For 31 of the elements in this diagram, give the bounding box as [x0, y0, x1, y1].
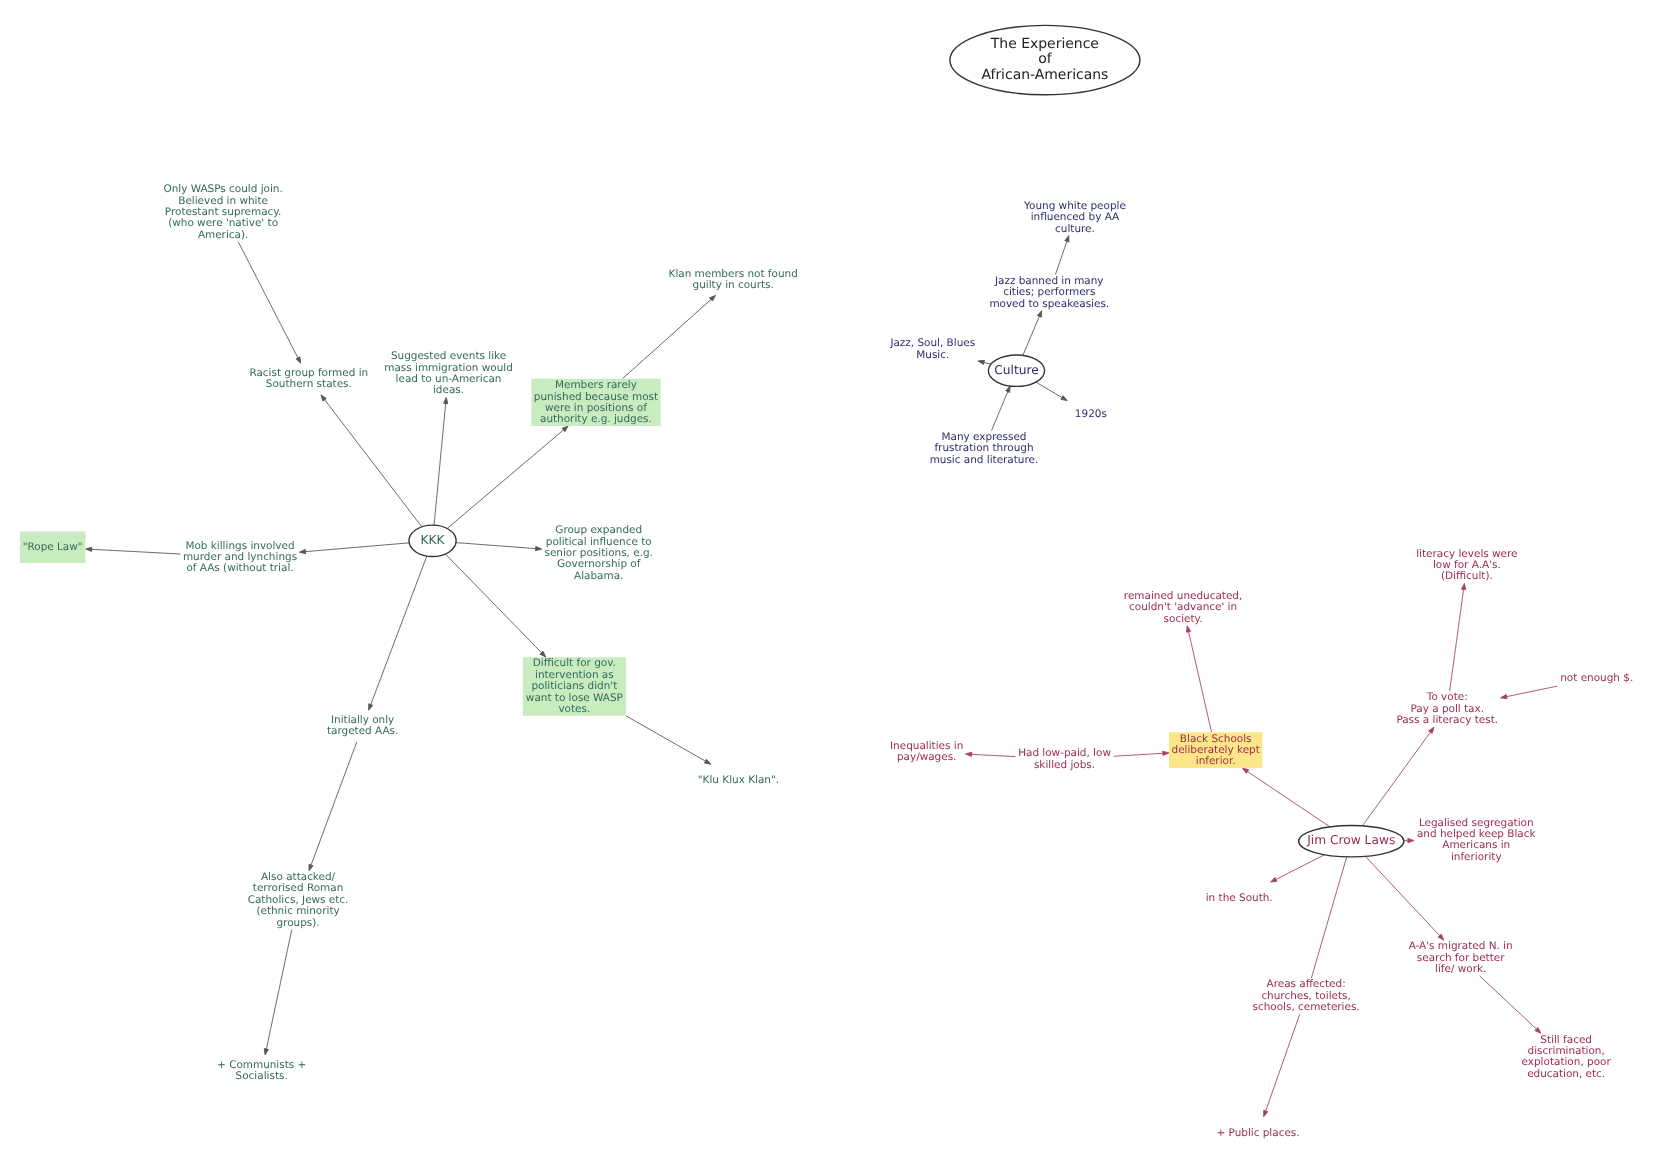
arrow [1365, 855, 1445, 940]
arrow [1403, 837, 1415, 843]
arrow [1263, 1012, 1301, 1117]
arrow [446, 424, 569, 528]
arrow [1449, 581, 1467, 691]
arrow [1035, 380, 1068, 401]
arrow [625, 714, 712, 764]
arrow [1479, 974, 1542, 1033]
arrow [1242, 766, 1331, 827]
arrow [320, 393, 423, 527]
arrow [1186, 624, 1212, 732]
arrow [621, 293, 716, 379]
arrow [85, 545, 181, 554]
arrow [455, 541, 543, 551]
arrow [1113, 749, 1170, 756]
arrow [237, 240, 302, 363]
arrow [965, 750, 1016, 757]
arrow [368, 554, 428, 710]
arrow [991, 384, 1011, 431]
arrow [1500, 684, 1558, 699]
arrow [298, 541, 410, 554]
arrow [1270, 853, 1325, 882]
connector [1310, 855, 1348, 978]
arrow [445, 552, 547, 657]
arrow [1055, 234, 1070, 274]
arrow [977, 358, 992, 364]
arrow [308, 740, 358, 871]
arrow [263, 928, 293, 1055]
arrow [433, 396, 449, 525]
arrow [1022, 309, 1043, 355]
arrow [1362, 725, 1435, 826]
